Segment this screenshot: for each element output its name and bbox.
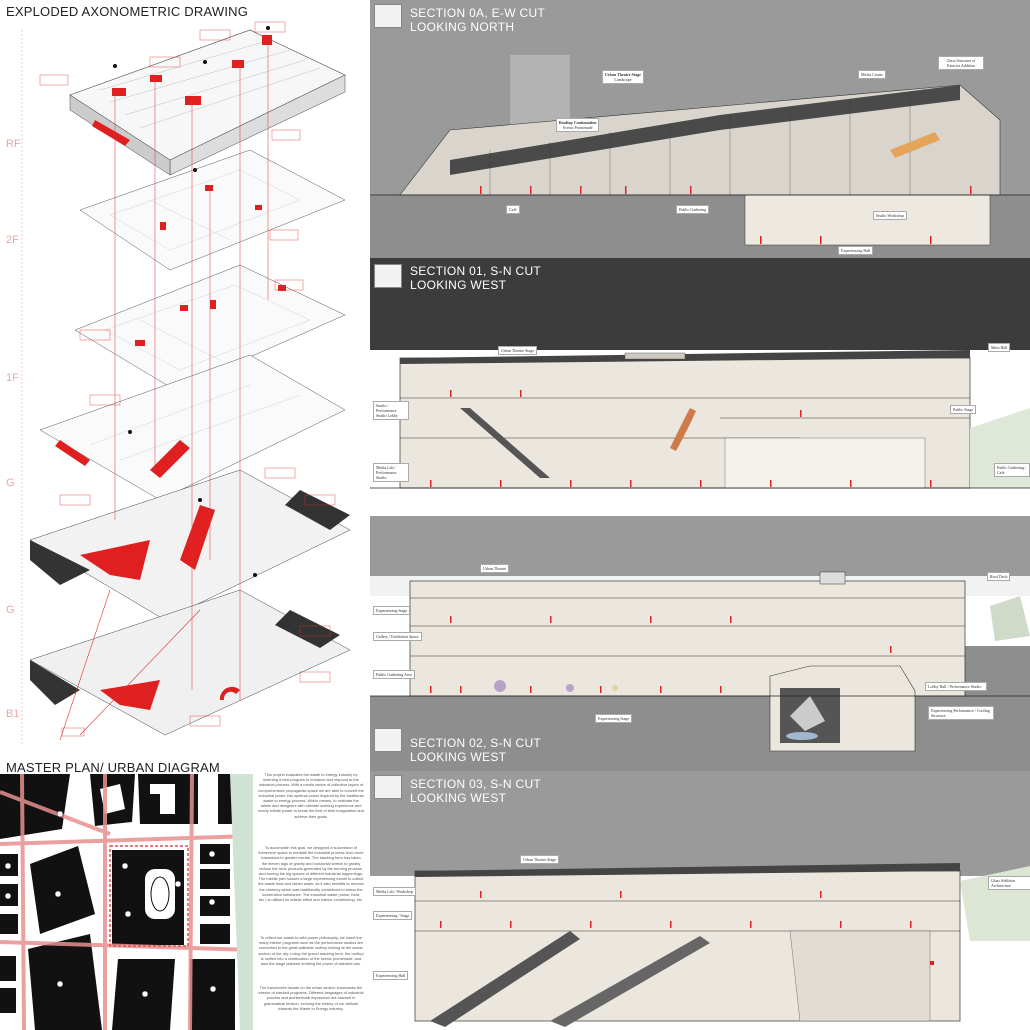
section-03-title-line1: SECTION 03, S-N CUT	[410, 777, 542, 791]
section-01-label-main-hall: Main Hall	[988, 343, 1011, 352]
section-0a-label-rooftop-continuation: Rooftop Continuation Scenic Promenade	[556, 118, 600, 132]
description-paragraph-2: To accomplish this goal, we designed a s…	[258, 845, 364, 903]
section-02-label-experiencing-stage-1: Experiencing Stage	[373, 606, 411, 615]
section-0a-label-cafe: Café	[506, 205, 520, 214]
section-02-label-experiencing-stage-2: Experiencing Stage	[595, 714, 633, 723]
floor-label-b1: B1	[6, 708, 20, 720]
section-01-panel: SECTION 01, S-N CUT LOOKING WEST Urban T…	[370, 258, 1030, 516]
section-01-title: SECTION 01, S-N CUT LOOKING WEST	[410, 264, 541, 292]
section-01-label-studio-lobby: Studio / Performance Studio Lobby	[373, 401, 409, 420]
description-paragraph-1: This project evaluates the waste to ener…	[258, 772, 364, 819]
floor-label-g2: G	[6, 604, 15, 616]
section-01-key-plan-thumbnail	[374, 264, 402, 288]
floor-label-1f: 1F	[6, 372, 19, 384]
section-0a-panel: SECTION 0A, E-W CUT LOOKING NORTH Urban …	[370, 0, 1030, 258]
section-02-key-plan-thumbnail	[374, 728, 402, 752]
section-01-label-public-gathering: Public Gathering / Café	[994, 463, 1030, 477]
section-03-title-line2: LOOKING WEST	[410, 791, 507, 805]
section-02-label-urban-theatre: Urban Theatre	[480, 564, 510, 573]
section-02-label-lobby-hall: Lobby Hall / Performance Studio	[925, 682, 987, 691]
section-02-label-cooling-structure: Experiencing Performance / Cooling Struc…	[928, 706, 994, 720]
section-0a-label-urban-theatre-stage: Urban Theatre Stage Landscape	[602, 70, 644, 84]
section-03-title: SECTION 03, S-N CUT LOOKING WEST	[410, 777, 541, 805]
section-0a-label-public-gathering: Public Gathering	[676, 205, 710, 214]
section-0a-title: SECTION 0A, E-W CUT LOOKING NORTH	[410, 6, 545, 34]
section-03-label-experiencing-stage: Experiencing / Stage	[373, 911, 413, 920]
section-02-panel: SECTION 02, S-N CUT LOOKING WEST Urban T…	[370, 516, 1030, 771]
section-0a-title-line1: SECTION 0A, E-W CUT	[410, 6, 546, 20]
section-01-label-media-lab: Media Lab / Performance Studio	[373, 463, 409, 482]
exploded-axonometric-drawing	[21, 21, 351, 745]
section-02-label-public-gathering: Public Gathering Area	[373, 670, 415, 679]
master-plan-title: MASTER PLAN/ URBAN DIAGRAM	[6, 760, 220, 775]
section-0a-drawing	[370, 0, 1030, 258]
section-0a-label-experiencing-hall: Experiencing Hall	[838, 246, 874, 255]
section-03-key-plan-thumbnail	[374, 775, 402, 799]
section-0a-title-line2: LOOKING NORTH	[410, 20, 515, 34]
section-02-label-gallery: Gallery / Exhibition Space	[373, 632, 422, 641]
section-03-label-glass-addition: Glass Addition Architecture	[988, 876, 1030, 890]
section-02-label-roof-deck: Roof Deck	[987, 572, 1011, 581]
section-01-title-line1: SECTION 01, S-N CUT	[410, 264, 542, 278]
section-02-title-line1: SECTION 02, S-N CUT	[410, 736, 542, 750]
section-01-label-urban-theatre-stage: Urban Theatre Stage	[498, 346, 538, 355]
floor-label-g1: G	[6, 477, 15, 489]
section-03-panel: SECTION 03, S-N CUT LOOKING WEST Urban T…	[370, 771, 1030, 1030]
section-01-drawing	[370, 258, 1030, 516]
floor-label-rf: RF	[6, 138, 21, 150]
section-01-label-public-stage: Public Stage	[950, 405, 977, 414]
description-paragraph-4: The translucent facade on the urban sect…	[258, 985, 364, 1011]
section-0a-label-glass-structure: Glass Structure of Exterior Addition	[938, 56, 984, 70]
section-0a-label-studio-workshop: Studio Workshop	[873, 211, 907, 220]
section-02-title-line2: LOOKING WEST	[410, 750, 507, 764]
section-02-title: SECTION 02, S-N CUT LOOKING WEST	[410, 736, 541, 764]
master-plan-map	[0, 774, 253, 1030]
section-0a-label-media-center: Media Center	[858, 70, 886, 79]
section-03-label-urban-theatre-stage: Urban Theatre Stage	[520, 855, 560, 864]
axo-title: EXPLODED AXONOMETRIC DRAWING	[6, 4, 249, 19]
floor-label-2f: 2F	[6, 234, 19, 246]
section-02-drawing	[370, 516, 1030, 771]
section-03-label-media-lab: Media Lab / Workshop	[373, 887, 416, 896]
section-03-label-experiencing-hall: Experiencing Hall	[373, 971, 409, 980]
section-03-drawing	[370, 771, 1030, 1030]
description-paragraph-3: To reflect our waste-to-wild-power philo…	[258, 935, 364, 967]
section-01-title-line2: LOOKING WEST	[410, 278, 507, 292]
section-0a-key-plan-thumbnail	[374, 4, 402, 28]
